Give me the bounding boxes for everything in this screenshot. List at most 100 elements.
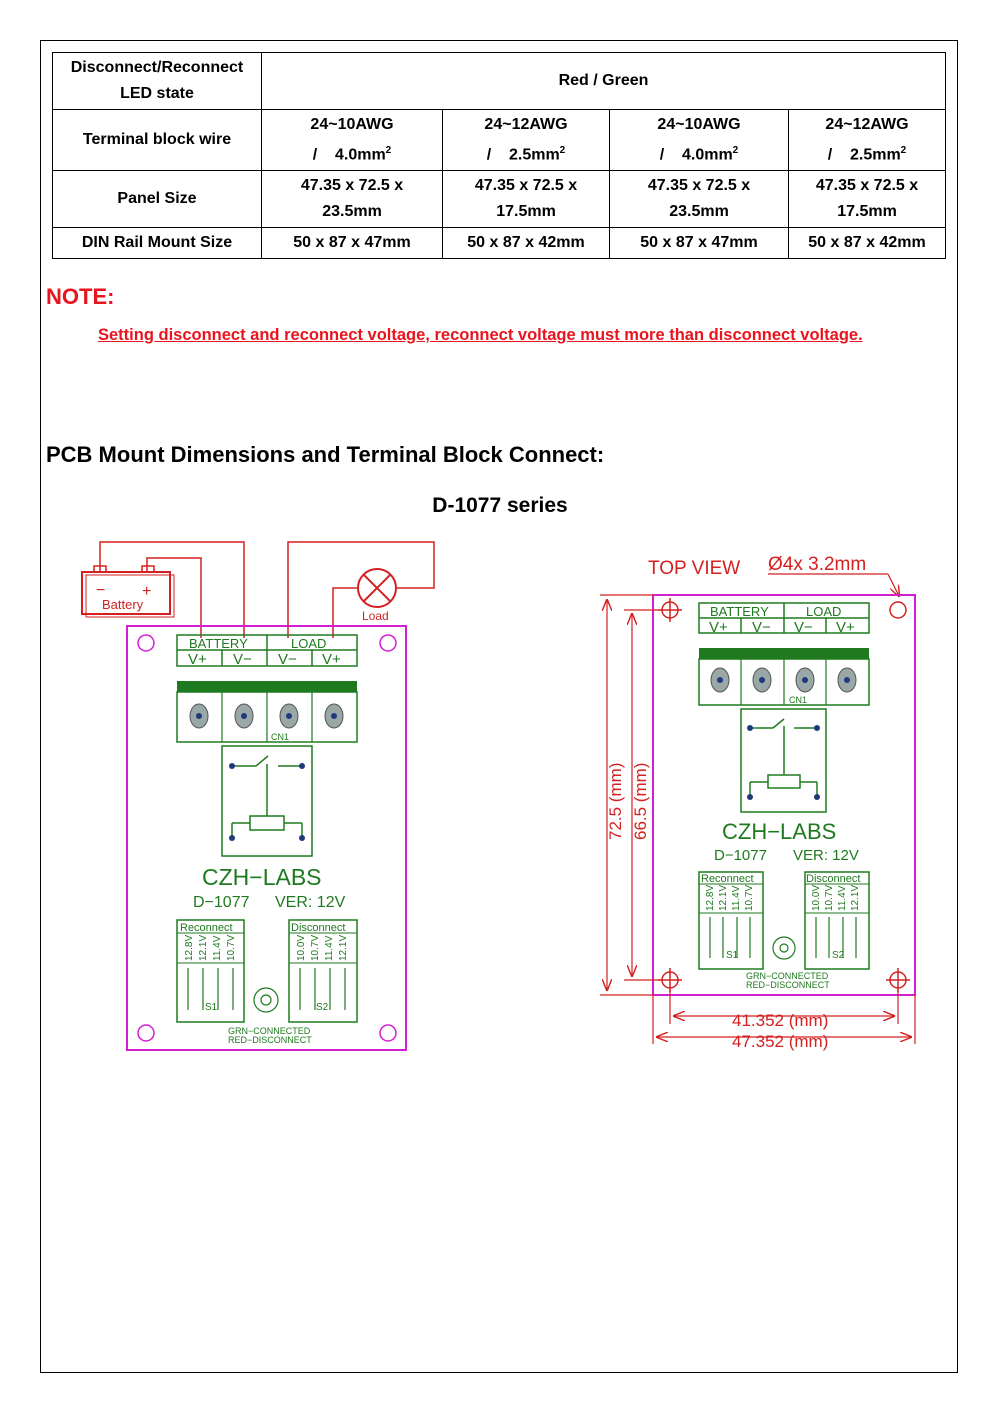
svg-text:V−: V− — [752, 619, 771, 636]
left-board-outline — [126, 625, 407, 1051]
battery-icon: − + Battery — [81, 565, 175, 618]
din-cell-4: 50 x 87 x 42mm — [788, 227, 946, 260]
din-cell-2: 50 x 87 x 42mm — [442, 227, 610, 260]
svg-text:12.1V: 12.1V — [850, 885, 861, 911]
table-row-led: Disconnect/Reconnect LED state Red / Gre… — [52, 52, 946, 110]
svg-text:11.4V: 11.4V — [324, 935, 335, 961]
svg-text:11.4V: 11.4V — [837, 885, 848, 911]
height-inner-label: 66.5 (mm) — [631, 763, 650, 840]
svg-text:Disconnect: Disconnect — [806, 873, 860, 885]
svg-text:10.7V: 10.7V — [744, 885, 755, 911]
table-row-din: DIN Rail Mount Size 50 x 87 x 47mm 50 x … — [52, 227, 946, 260]
series-title: D-1077 series — [432, 494, 568, 517]
load-header-label: LOAD — [291, 636, 326, 651]
model-label: D−1077 — [193, 894, 250, 911]
wiring — [99, 541, 435, 638]
svg-text:12.1V: 12.1V — [338, 935, 349, 961]
svg-text:GRN−CONNECTED: GRN−CONNECTED — [746, 971, 829, 981]
svg-text:S1: S1 — [726, 950, 739, 961]
terminal-header — [176, 634, 358, 667]
svg-text:10.7V: 10.7V — [824, 885, 835, 911]
note-text: Setting disconnect and reconnect voltage… — [98, 326, 863, 344]
left-board: − + Battery Load BATTERY LOAD V+ V− V — [81, 541, 435, 1051]
battery-header-label-r: BATTERY — [710, 604, 769, 619]
svg-text:11.4V: 11.4V — [212, 935, 223, 961]
page-frame — [40, 40, 958, 1373]
right-board: TOP VIEW Ø4x 3.2mm BATTERY LOAD V+ V− V−… — [600, 554, 916, 1051]
din-label-cell: DIN Rail Mount Size — [52, 227, 262, 260]
vminus-label-2: V− — [278, 651, 297, 668]
svg-text:CN1: CN1 — [789, 695, 807, 705]
svg-text:VER: 12V: VER: 12V — [793, 847, 859, 864]
battery-plus: + — [142, 583, 151, 600]
led-label-line2: LED state — [120, 85, 194, 102]
battery-minus: − — [96, 582, 105, 599]
battery-header-label: BATTERY — [189, 636, 248, 651]
svg-text:12.1V: 12.1V — [198, 935, 209, 961]
svg-text:V−: V− — [794, 619, 813, 636]
note-title: NOTE: — [46, 284, 115, 309]
dimension-lines — [600, 594, 916, 1044]
svg-text:11.4V: 11.4V — [731, 885, 742, 911]
svg-text:V+: V+ — [836, 619, 855, 636]
version-label: VER: 12V — [275, 894, 346, 911]
din-cell-1: 50 x 87 x 47mm — [261, 227, 443, 260]
vplus-label-2: V+ — [322, 651, 341, 668]
panel-label-cell: Panel Size — [52, 170, 262, 229]
led-label-cell: Disconnect/Reconnect LED state — [52, 52, 262, 110]
brand-label-r: CZH−LABS — [722, 819, 836, 844]
hole-spec-label: Ø4x 3.2mm — [768, 554, 866, 575]
spec-table: Disconnect/Reconnect LED state Red / Gre… — [52, 52, 946, 260]
height-outer-label: 72.5 (mm) — [606, 763, 625, 840]
svg-text:12.1V: 12.1V — [718, 885, 729, 911]
led-label-line1: Disconnect/Reconnect — [70, 59, 244, 76]
svg-text:12.8V: 12.8V — [184, 935, 195, 961]
svg-text:RED−DISCONNECT: RED−DISCONNECT — [746, 980, 830, 990]
wire-cell-2: 24~12AWG/ 2.5mm2 — [442, 108, 610, 172]
svg-text:10.7V: 10.7V — [310, 935, 321, 961]
svg-text:D−1077: D−1077 — [714, 847, 767, 864]
red-disconnect-label: RED−DISCONNECT — [228, 1035, 312, 1045]
svg-text:12.8V: 12.8V — [705, 885, 716, 911]
wire-cell-4: 24~12AWG/ 2.5mm2 — [788, 108, 946, 172]
led-value-cell: Red / Green — [261, 52, 946, 110]
cn1-label: CN1 — [271, 732, 289, 742]
table-row-wire: Terminal block wire 24~10AWG/ 4.0mm2 24~… — [52, 108, 946, 172]
vplus-label-1: V+ — [188, 651, 207, 668]
svg-text:10.0V: 10.0V — [811, 885, 822, 911]
reconnect-label: Reconnect — [180, 922, 233, 934]
wire-cell-3: 24~10AWG/ 4.0mm2 — [609, 108, 789, 172]
vminus-label-1: V− — [233, 651, 252, 668]
svg-text:10.7V: 10.7V — [226, 935, 237, 961]
wire-cell-1: 24~10AWG/ 4.0mm2 — [261, 108, 443, 172]
svg-text:10.0V: 10.0V — [296, 935, 307, 961]
mount-holes — [137, 634, 397, 1042]
load-header-label-r: LOAD — [806, 604, 841, 619]
pcb-diagram: − + Battery Load BATTERY LOAD V+ V− V — [81, 541, 916, 1051]
right-board-outline — [652, 594, 916, 996]
wire-label-cell: Terminal block wire — [52, 108, 262, 172]
svg-text:S1: S1 — [205, 1002, 218, 1013]
reconnect-switch: Reconnect 12.8V 12.1V 11.4V 10.7V S1 — [176, 919, 245, 1023]
battery-label: Battery — [102, 597, 144, 612]
top-view-label: TOP VIEW — [648, 558, 740, 579]
disconnect-switch: Disconnect 10.0V 10.7V 11.4V 12.1V S2 — [288, 919, 358, 1023]
right-mount-holes — [658, 598, 910, 992]
svg-text:S2: S2 — [832, 950, 845, 961]
brand-label: CZH−LABS — [202, 864, 322, 890]
svg-text:Reconnect: Reconnect — [701, 873, 754, 885]
din-cell-3: 50 x 87 x 47mm — [609, 227, 789, 260]
led-icon — [253, 987, 279, 1013]
disconnect-label: Disconnect — [291, 922, 345, 934]
width-inner-label: 41.352 (mm) — [732, 1011, 828, 1030]
grn-connected-label: GRN−CONNECTED — [228, 1026, 311, 1036]
svg-text:S2: S2 — [316, 1002, 329, 1013]
relay-symbol — [221, 745, 313, 857]
terminal-block: CN1 — [176, 681, 358, 743]
load-label: Load — [362, 609, 389, 623]
